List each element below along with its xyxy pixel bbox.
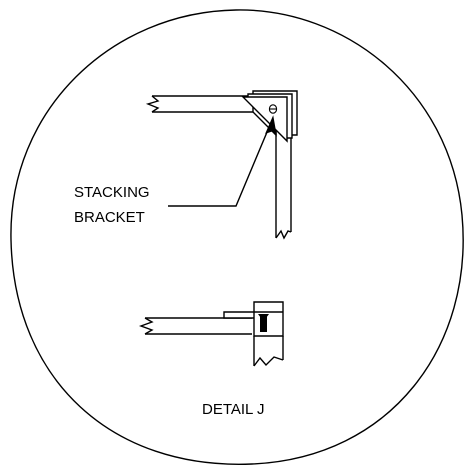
stacking-bracket (241, 96, 288, 143)
vertical-member-lower (253, 336, 284, 366)
upper-corner-view (145, 90, 298, 240)
break-symbol-lower-left (138, 317, 154, 335)
horizontal-member-lower (145, 317, 252, 335)
bracket-flange-lower (223, 311, 259, 319)
screw-head-icon (268, 104, 278, 114)
break-symbol-lower-bottom (253, 356, 284, 367)
part-label-line2: BRACKET (74, 209, 145, 226)
break-symbol-upper-left (145, 95, 160, 113)
screw-section-icon (258, 314, 269, 332)
lower-side-view (138, 301, 284, 367)
part-label-line1: STACKING (74, 184, 150, 201)
leader-line (168, 124, 271, 207)
leader-arrowhead (265, 115, 277, 136)
horizontal-member-upper (152, 95, 260, 113)
break-symbol-upper-bottom (275, 229, 292, 240)
detail-circle (10, 9, 464, 465)
detail-title: DETAIL J (202, 401, 265, 418)
post-top-block (253, 301, 284, 337)
